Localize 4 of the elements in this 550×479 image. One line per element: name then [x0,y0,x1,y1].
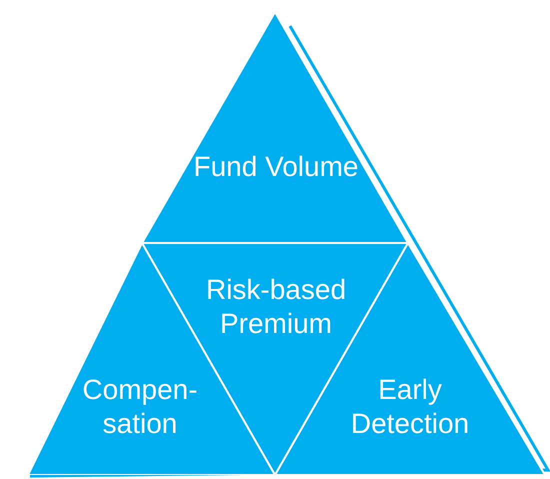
segment-label: Fund Volume [192,150,360,184]
segment-label: Risk-based Premium [204,273,348,341]
segment-label: Compen- sation [81,373,199,441]
segment-label: Early Detection [350,373,470,441]
